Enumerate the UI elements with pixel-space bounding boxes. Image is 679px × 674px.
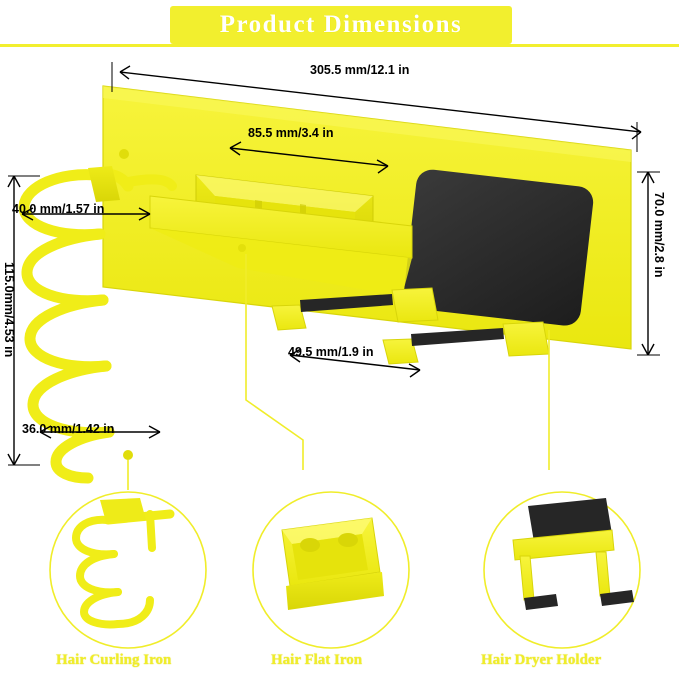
coil-mount-hook <box>123 174 177 191</box>
callout-hair-dryer-holder <box>483 491 641 649</box>
coil-bottom-dot <box>123 450 133 460</box>
dimension-label-hook-depth: 49.5 mm/1.9 in <box>288 345 374 359</box>
callout-hair-curling-iron <box>49 491 207 649</box>
dimension-label-width-total: 305.5 mm/12.1 in <box>310 63 410 77</box>
caption-hair-flat-iron: Hair Flat Iron <box>271 652 363 668</box>
coil-holder <box>18 168 134 484</box>
dimension-label-coil-diameter: 40.0 mm/1.57 in <box>12 202 105 216</box>
title-underline <box>0 44 679 47</box>
dimension-label-height-coil: 115.0mm/4.53 in <box>2 262 16 358</box>
shelf-basket <box>149 174 413 296</box>
dimension-label-height-right: 70.0 mm/2.8 in <box>652 192 666 278</box>
dimension-label-coil-width: 36.0 mm/1.42 in <box>22 422 115 436</box>
coil-mount-bracket <box>88 149 129 202</box>
dimension-label-shelf-depth: 85.5 mm/3.4 in <box>248 126 334 140</box>
caption-hair-dryer-holder: Hair Dryer Holder <box>481 652 602 668</box>
callout-leaders <box>127 254 550 490</box>
hook-right <box>382 321 550 365</box>
dark-pad <box>403 169 594 326</box>
title-bar: Product Dimensions <box>170 6 512 44</box>
callout-hair-flat-iron <box>252 491 410 649</box>
hook-left <box>271 287 439 331</box>
dimension-lines <box>7 62 660 466</box>
caption-hair-curling-iron: Hair Curling Iron <box>56 652 172 668</box>
page-title: Product Dimensions <box>219 11 463 38</box>
